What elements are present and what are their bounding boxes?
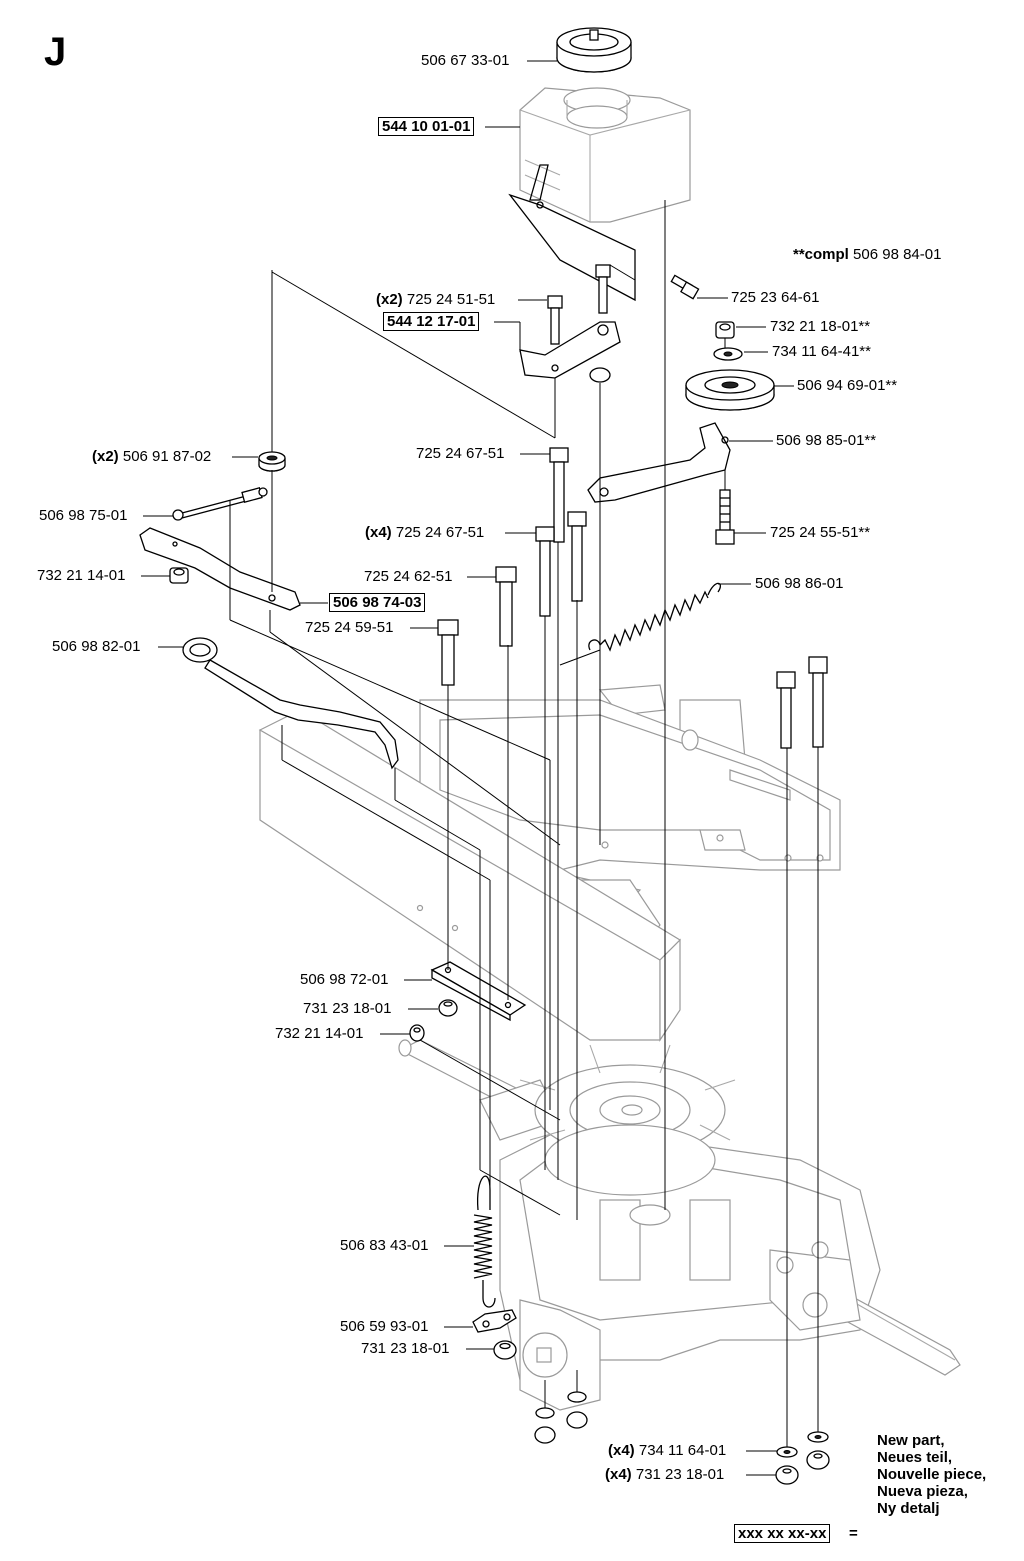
legend-new-part-key: xxx xx xx-xx [734,1524,831,1543]
bolt-pair-top [547,264,611,345]
part-label: 732 21 14-01 [37,567,126,584]
bolt-725-24-55-51 [715,489,735,545]
part-label-boxed: 506 98 74-03 [329,593,426,612]
part-label: 731 23 18-01 [361,1340,450,1357]
part-label: (x2) 506 91 87-02 [92,448,212,465]
part-label: 734 11 64-41** [772,343,871,360]
compl-note-prefix: **compl [793,246,849,263]
leader-lines [141,60,794,1476]
part-label-boxed: 544 10 01-01 [378,117,475,136]
bolt-group-center [437,447,587,686]
part-label: 725 24 62-51 [364,568,453,585]
part-label-boxed: 544 12 17-01 [383,312,480,331]
spring-506-83-43-01 [473,1175,496,1308]
part-label: 506 59 93-01 [340,1318,429,1335]
spring-506-98-86-01 [588,582,722,652]
bracket-544-12-17-01 [519,321,621,383]
part-label: 506 98 82-01 [52,638,141,655]
legend-line: Nouvelle piece, [877,1466,987,1483]
bolt-pair-right [776,656,828,749]
dipstick-handle [182,637,399,770]
lever-506-98-74-03 [139,527,301,611]
part-label: 506 83 43-01 [340,1237,429,1254]
nut-732-21-14-01-lower [409,1024,425,1042]
part-label: 506 94 69-01** [797,377,898,394]
legend-line: Neues teil, [877,1449,953,1466]
part-label: (x4) 725 24 67-51 [365,524,485,541]
part-label: 506 67 33-01 [421,52,510,69]
part-label: 506 98 75-01 [39,507,128,524]
part-label: (x4) 734 11 64-01 [608,1442,727,1459]
assembly-lines [229,200,819,1447]
nut-731-23-18-01-upper [438,999,458,1017]
tank-bracket [508,164,636,302]
section-letter: J [44,30,67,74]
compl-note: **compl 506 98 84-01 [793,246,941,264]
legend-equals: = [849,1525,858,1542]
fuel-cap [556,27,632,73]
part-label: 725 24 59-51 [305,619,394,636]
compl-note-number: 506 98 84-01 [853,246,942,263]
part-label: 725 24 55-51** [770,524,871,541]
part-label: 725 24 67-51 [416,445,505,462]
part-label: (x4) 731 23 18-01 [605,1466,725,1483]
part-label: 506 98 86-01 [755,575,844,592]
bolt-725-23-64-61 [670,274,700,300]
part-label: 732 21 18-01** [770,318,871,335]
cooling-fan [519,1044,736,1226]
nut-732-21-14-01-left [169,567,189,584]
part-label: (x2) 725 24 51-51 [376,291,496,308]
fuel-tank [519,87,691,223]
plate-506-59-93-01 [472,1309,517,1333]
legend-new-part: New part, Neues teil, Nouvelle piece, Nu… [877,1432,986,1517]
part-label: 506 98 72-01 [300,971,389,988]
pulley-assembly [685,321,775,411]
legend-line: New part, [877,1432,945,1449]
part-label: 725 23 64-61 [731,289,820,306]
part-label: 732 21 14-01 [275,1025,364,1042]
idler-arm [587,422,731,503]
part-label: 506 98 85-01** [776,432,877,449]
adjust-rod [172,487,268,521]
washer-506-91-87-02 [258,451,286,472]
legend-line: Ny detalj [877,1500,940,1517]
nut-731-23-18-01-bottom [493,1340,517,1360]
part-label: 731 23 18-01 [303,1000,392,1017]
legend-line: Nueva pieza, [877,1483,968,1500]
